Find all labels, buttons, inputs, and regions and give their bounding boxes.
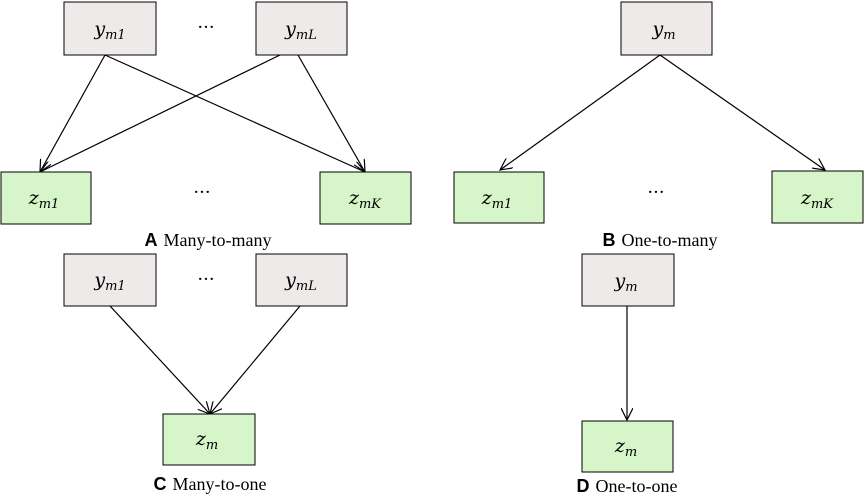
- arrow-c-ymL-zm: [210, 305, 301, 414]
- node-b-y-m: ym: [620, 1, 713, 56]
- arrow-a-ym1-zmK: [104, 54, 365, 172]
- ellipsis-a-top: ···: [197, 17, 214, 38]
- svg-text:zmK: zmK: [800, 187, 834, 212]
- node-a-y-mL: ymL: [255, 1, 348, 56]
- node-d-z-m: zm: [581, 420, 674, 473]
- arrow-a-ym1-zm1: [40, 54, 106, 172]
- arrow-b-ym-zmK: [659, 54, 825, 170]
- arrow-c-ym1-zm: [109, 305, 210, 414]
- svg-text:zm: zm: [195, 428, 218, 453]
- node-a-y-m1: ym1: [63, 1, 157, 56]
- node-c-y-m1: ym1: [63, 253, 157, 307]
- arrow-b-ym-zm1: [500, 54, 661, 170]
- node-b-z-mK: zmK: [771, 170, 864, 224]
- svg-text:ym1: ym1: [93, 269, 125, 294]
- svg-text:ymL: ymL: [284, 269, 317, 294]
- node-a-z-m1: zm1: [0, 171, 92, 225]
- svg-text:zmK: zmK: [348, 187, 382, 212]
- node-d-y-m: ym: [581, 253, 675, 307]
- svg-text:zm1: zm1: [28, 187, 60, 212]
- svg-text:ym: ym: [613, 270, 637, 295]
- arrow-a-ymL-zmK: [297, 54, 365, 172]
- ellipsis-a-bottom: ···: [193, 182, 210, 203]
- node-c-z-m: zm: [162, 413, 256, 466]
- svg-text:ymL: ymL: [284, 18, 317, 43]
- node-c-y-mL: ymL: [255, 253, 348, 307]
- svg-text:zm: zm: [614, 435, 637, 460]
- svg-text:ym: ym: [651, 18, 675, 43]
- node-b-z-m1: zm1: [453, 171, 545, 224]
- ellipsis-c-top: ···: [197, 269, 214, 290]
- svg-text:zm1: zm1: [481, 187, 513, 212]
- arrow-a-ymL-zm1: [40, 54, 281, 172]
- node-a-z-mK: zmK: [319, 171, 412, 225]
- ellipsis-b-bottom: ···: [647, 182, 664, 203]
- svg-text:ym1: ym1: [93, 18, 125, 43]
